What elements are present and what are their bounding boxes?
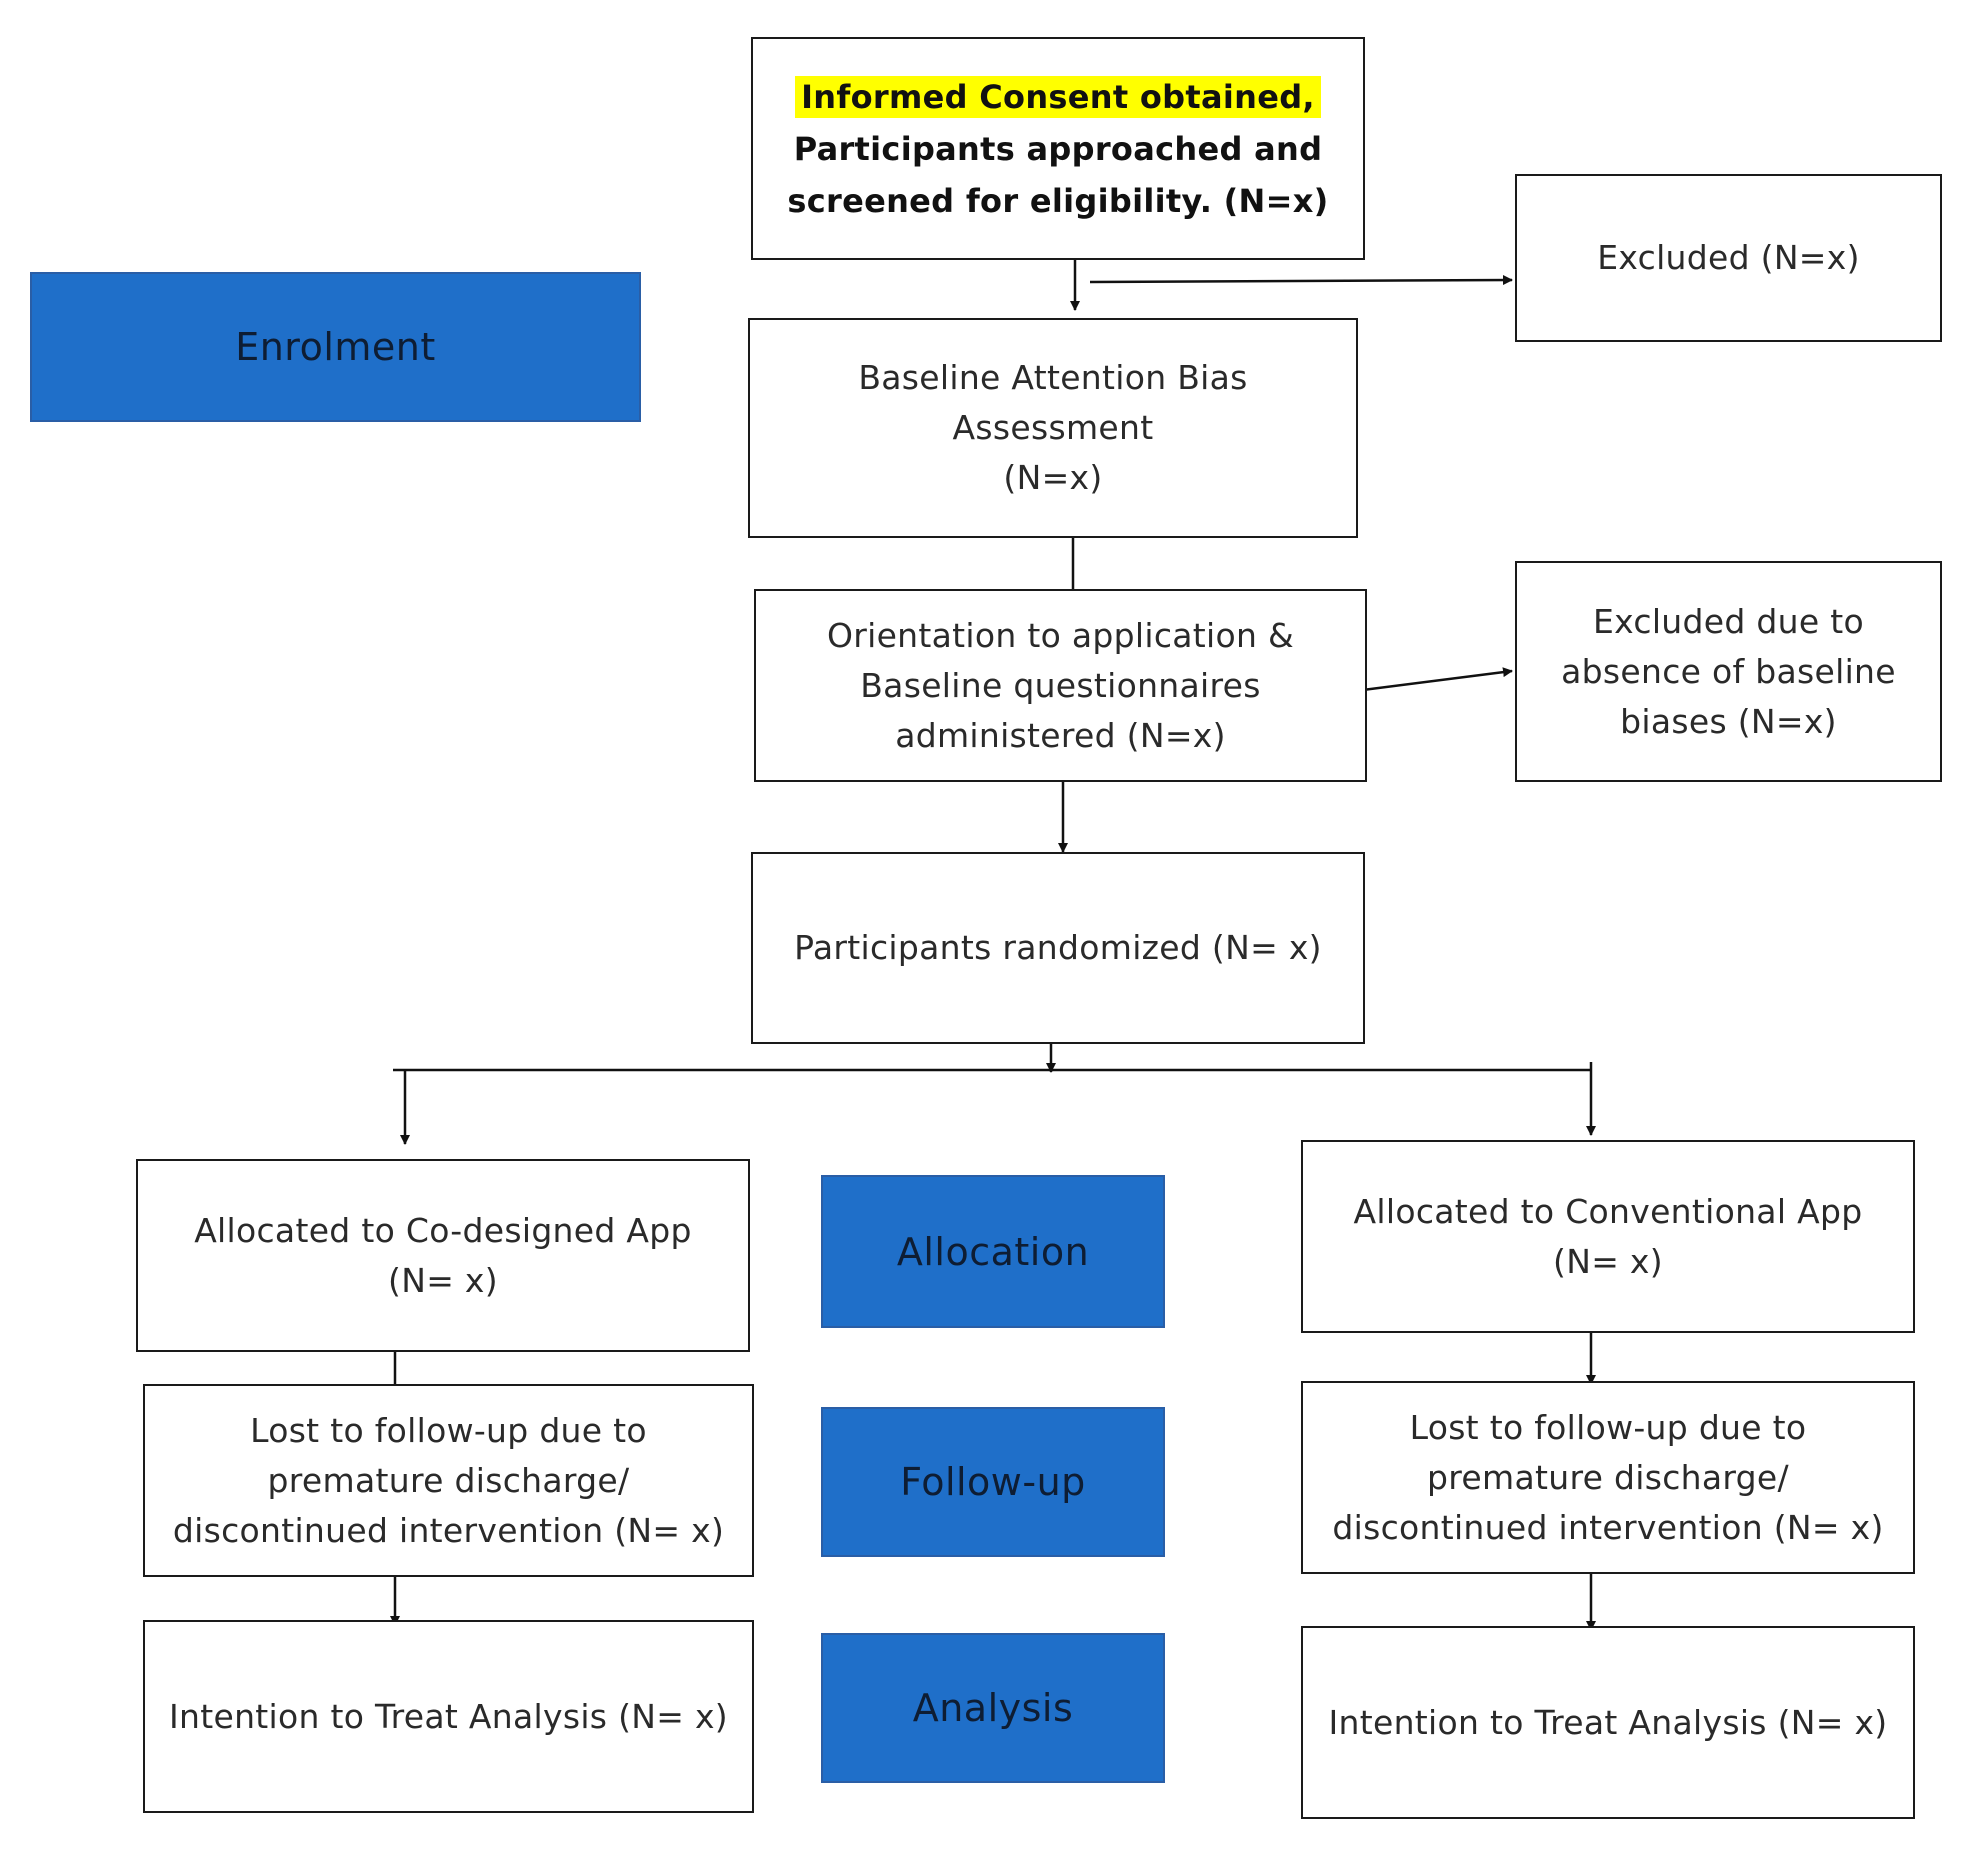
stage-analysis: Analysis	[821, 1633, 1165, 1783]
stage-allocation-label: Allocation	[896, 1229, 1090, 1274]
excluded-label: Excluded (N=x)	[1597, 238, 1860, 277]
right-allocated-line-1: Allocated to Conventional App	[1353, 1191, 1863, 1231]
right-allocated-line-2: (N= x)	[1553, 1241, 1663, 1281]
right-analysis-box: Intention to Treat Analysis (N= x)	[1301, 1626, 1915, 1819]
left-allocated-line-1: Allocated to Co-designed App	[194, 1210, 692, 1250]
right-lost-box: Lost to follow-up due to premature disch…	[1301, 1381, 1915, 1574]
right-lost-line-3: discontinued intervention (N= x)	[1332, 1507, 1884, 1547]
left-lost-line-3: discontinued intervention (N= x)	[172, 1510, 725, 1550]
stage-follow-up: Follow-up	[821, 1407, 1165, 1557]
baseline-line-3: (N=x)	[1003, 458, 1103, 497]
excluded-biases-line-2: absence of baseline	[1561, 651, 1896, 691]
excluded-biases-box: Excluded due to absence of baseline bias…	[1515, 561, 1942, 782]
orientation-line-2: Baseline questionnaires	[860, 665, 1261, 705]
right-lost-line-2: premature discharge/	[1427, 1457, 1789, 1497]
left-analysis-label: Intention to Treat Analysis (N= x)	[169, 1696, 728, 1736]
left-lost-line-1: Lost to follow-up due to	[250, 1410, 647, 1450]
consent-highlight: Informed Consent obtained,	[795, 75, 1321, 118]
arrow-to-excluded-biases	[1354, 667, 1513, 693]
baseline-assessment-box: Baseline Attention Bias Assessment (N=x)	[748, 318, 1358, 538]
stage-enrolment-label: Enrolment	[235, 325, 436, 369]
consent-line-2: Participants approached and	[793, 129, 1323, 168]
orientation-line-3: administered (N=x)	[895, 715, 1226, 755]
stage-analysis-label: Analysis	[912, 1686, 1074, 1730]
excluded-biases-line-1: Excluded due to	[1592, 601, 1864, 641]
arrow-to-excluded	[1089, 275, 1513, 286]
orientation-line-1: Orientation to application &	[826, 615, 1295, 655]
left-lost-line-2: premature discharge/	[267, 1460, 630, 1500]
randomized-label: Participants randomized (N= x)	[794, 928, 1322, 967]
right-lost-line-1: Lost to follow-up due to	[1409, 1407, 1807, 1447]
baseline-line-2: Assessment	[952, 408, 1154, 447]
left-analysis-box: Intention to Treat Analysis (N= x)	[143, 1620, 754, 1813]
left-lost-box: Lost to follow-up due to premature disch…	[143, 1384, 754, 1577]
right-allocated-box: Allocated to Conventional App (N= x)	[1301, 1140, 1915, 1333]
stage-enrolment: Enrolment	[30, 272, 641, 422]
consent-box: Informed Consent obtained, Participants …	[751, 37, 1365, 260]
stage-allocation: Allocation	[821, 1175, 1165, 1328]
randomized-box: Participants randomized (N= x)	[751, 852, 1365, 1044]
orientation-box: Orientation to application & Baseline qu…	[754, 589, 1367, 782]
excluded-box: Excluded (N=x)	[1515, 174, 1942, 342]
consent-line-3: screened for eligibility. (N=x)	[787, 181, 1329, 220]
left-allocated-box: Allocated to Co-designed App (N= x)	[136, 1159, 750, 1352]
stage-follow-up-label: Follow-up	[900, 1460, 1086, 1504]
baseline-line-1: Baseline Attention Bias	[858, 358, 1248, 397]
left-allocated-line-2: (N= x)	[388, 1260, 498, 1300]
excluded-biases-line-3: biases (N=x)	[1620, 701, 1837, 741]
right-analysis-label: Intention to Treat Analysis (N= x)	[1328, 1702, 1888, 1742]
